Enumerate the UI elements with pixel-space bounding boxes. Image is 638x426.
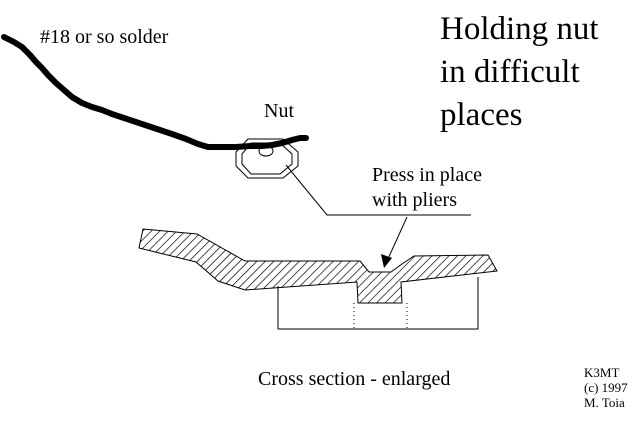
plate-cross-section [138, 228, 498, 304]
press-label-line: with pliers [372, 189, 457, 211]
title-line: places [440, 97, 523, 133]
credit-block: K3MT (c) 1997 M. Toia [584, 365, 628, 410]
press-label-line: Press in place [372, 164, 482, 186]
nut-label: Nut [264, 100, 294, 122]
title-line: in difficult [440, 54, 580, 90]
solder-wire [1, 34, 309, 150]
credit-line: (c) 1997 [584, 380, 628, 395]
press-label: Press in place with pliers [372, 163, 482, 213]
leader-line [285, 164, 471, 216]
solder-label: #18 or so solder [40, 26, 169, 48]
diagram-title: Holding nut in difficult places [440, 8, 599, 137]
cross-section-caption: Cross section - enlarged [258, 368, 451, 390]
pointer-arrow [381, 216, 408, 268]
credit-line: M. Toia [584, 395, 625, 410]
credit-line: K3MT [584, 365, 620, 380]
base-block [277, 277, 479, 330]
title-line: Holding nut [440, 11, 599, 47]
nut-shape [235, 138, 299, 179]
